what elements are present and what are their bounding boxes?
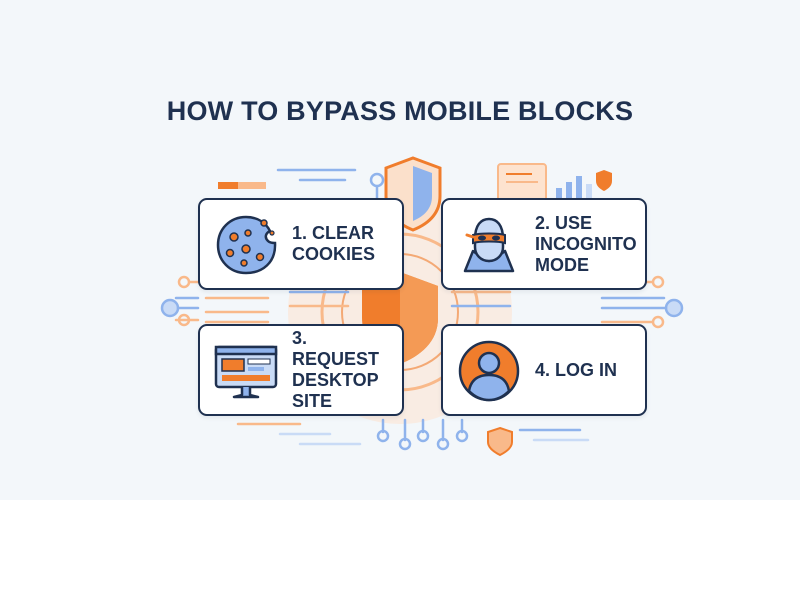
step-label: 1. CLEAR COOKIES (292, 223, 376, 264)
step-card-clear-cookies: 1. CLEAR COOKIES (198, 198, 404, 290)
step-label: 4. LOG IN (535, 359, 618, 380)
page-title: HOW TO BYPASS MOBILE BLOCKS (166, 96, 634, 126)
incognito-icon (463, 217, 515, 273)
bottom-shield-icon (487, 426, 513, 457)
step-label: 2. USE INCOGNITO MODE (535, 212, 637, 275)
step-card-incognito: 2. USE INCOGNITO MODE (441, 198, 647, 290)
desktop-monitor-icon (214, 345, 278, 399)
step-card-log-in: 4. LOG IN (441, 324, 647, 416)
document-chart-icon (497, 163, 612, 205)
cookie-icon (216, 215, 277, 275)
infographic: HOW TO BYPASS MOBILE BLOCKS 1. CLEAR COO… (0, 0, 800, 500)
user-avatar-icon (458, 340, 520, 402)
step-label: 3. REQUEST DESKTOP SITE (292, 328, 380, 411)
step-card-request-desktop: 3. REQUEST DESKTOP SITE (198, 324, 404, 416)
